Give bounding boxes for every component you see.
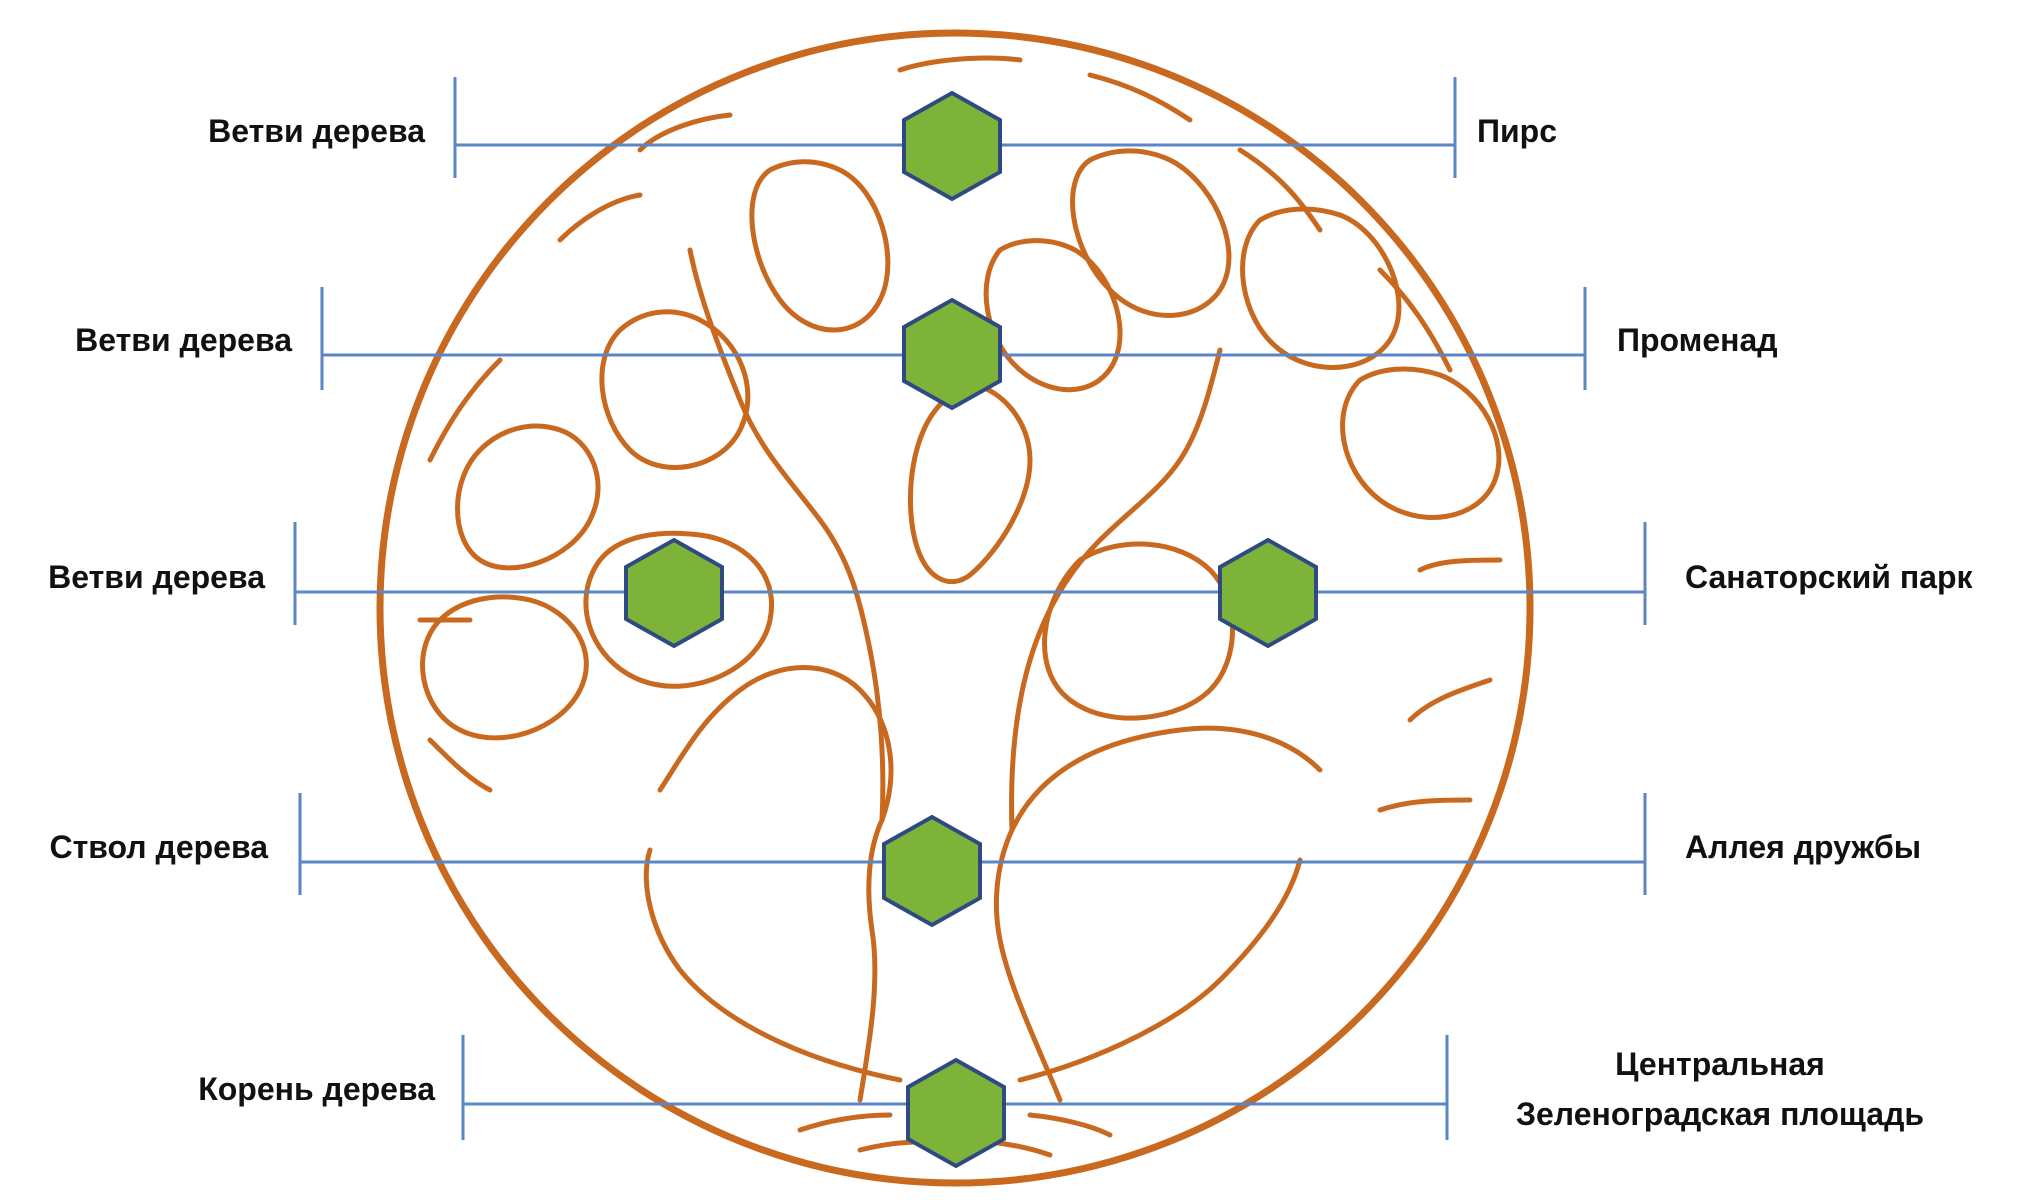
tree-trunk	[660, 668, 891, 1101]
connector-lines	[295, 77, 1645, 1140]
label-right-friendship-alley: Аллея дружбы	[1685, 829, 1921, 865]
label-left-trunk: Ствол дерева	[50, 829, 269, 865]
tree-trunk	[996, 728, 1320, 1100]
label-left-root: Корень дерева	[198, 1071, 435, 1107]
tree-lobe	[986, 241, 1120, 390]
tree-lobe	[602, 312, 748, 468]
label-left-branches-2: Ветви дерева	[75, 322, 292, 358]
hexagon-markers	[626, 93, 1316, 1166]
label-left-branches-3: Ветви дерева	[48, 559, 265, 595]
tree-lobe	[1045, 544, 1233, 718]
tree-illustration	[380, 33, 1530, 1183]
hexagon-marker	[908, 1060, 1004, 1166]
tree-lobe	[1343, 369, 1499, 517]
tree-trunk	[646, 850, 900, 1080]
tree-lobe	[752, 162, 888, 330]
tree-lobe	[1243, 209, 1399, 367]
hexagon-marker	[884, 817, 980, 925]
label-right-central-square-line2: Зеленоградская площадь	[1516, 1096, 1924, 1132]
label-left-branches-1: Ветви дерева	[208, 113, 425, 149]
hexagon-marker	[904, 93, 1000, 199]
hexagon-marker	[904, 300, 1000, 408]
tree-lobe	[910, 385, 1030, 582]
hexagon-marker	[626, 540, 722, 646]
tree-lobe	[458, 426, 599, 568]
label-right-central-square-line1: Центральная	[1615, 1046, 1825, 1082]
label-right-sanatorium-park: Санаторский парк	[1685, 559, 1973, 595]
label-right-pier: Пирс	[1477, 113, 1557, 149]
label-right-promenade: Променад	[1617, 322, 1778, 358]
tree-branch	[420, 360, 1500, 810]
tree-branch	[1012, 350, 1220, 830]
tree-trunk	[1020, 860, 1300, 1080]
tree-lobe	[1073, 151, 1229, 316]
tree-branch	[560, 58, 1450, 370]
